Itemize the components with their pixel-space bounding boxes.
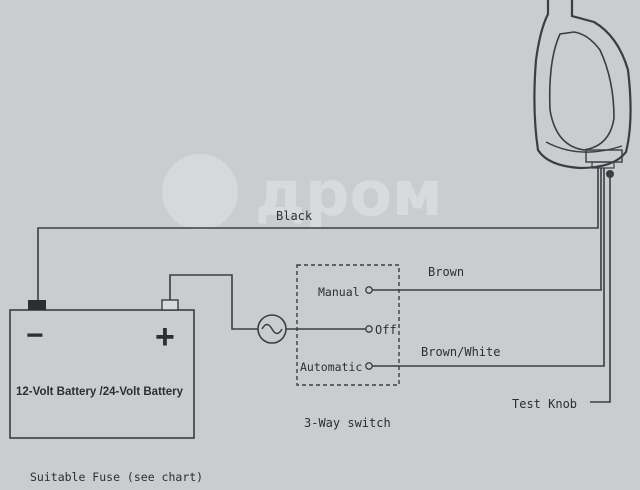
wire-brown-white: [370, 168, 605, 367]
battery-body: [9, 309, 195, 439]
watermark-logo-icon: [162, 154, 238, 230]
switch-title: 3-Way switch: [304, 416, 391, 430]
positive-symbol: +: [155, 318, 175, 356]
switch-manual-label: Manual: [318, 285, 360, 299]
negative-symbol: −: [26, 319, 44, 352]
brown-wire-label: Brown: [428, 265, 464, 279]
automatic-terminal-icon: [365, 362, 373, 370]
switch-automatic-label: Automatic: [300, 360, 362, 374]
fuse-icon: [257, 314, 287, 344]
manual-terminal-icon: [365, 286, 373, 294]
negative-terminal-icon: [28, 300, 46, 310]
battery-label: 12-Volt Battery /24-Volt Battery: [16, 386, 184, 398]
off-terminal-icon: [365, 325, 373, 333]
brown-white-wire-label: Brown/White: [421, 345, 500, 359]
wire-brown: [370, 168, 602, 291]
bilge-pump-icon: [533, 0, 632, 178]
wire-test-knob: [590, 178, 611, 403]
wire-black: [37, 168, 599, 300]
black-wire-label: Black: [276, 209, 313, 223]
switch-box: [296, 264, 400, 386]
wire-positive: [169, 274, 258, 330]
fuse-note: Suitable Fuse (see chart): [30, 470, 203, 484]
watermark: дром: [162, 154, 443, 230]
battery: − + 12-Volt Battery /24-Volt Battery: [9, 299, 195, 439]
positive-terminal-icon: [161, 299, 179, 311]
switch-off-label: Off: [375, 323, 397, 337]
test-knob-label: Test Knob: [512, 397, 577, 411]
watermark-text: дром: [255, 157, 443, 230]
